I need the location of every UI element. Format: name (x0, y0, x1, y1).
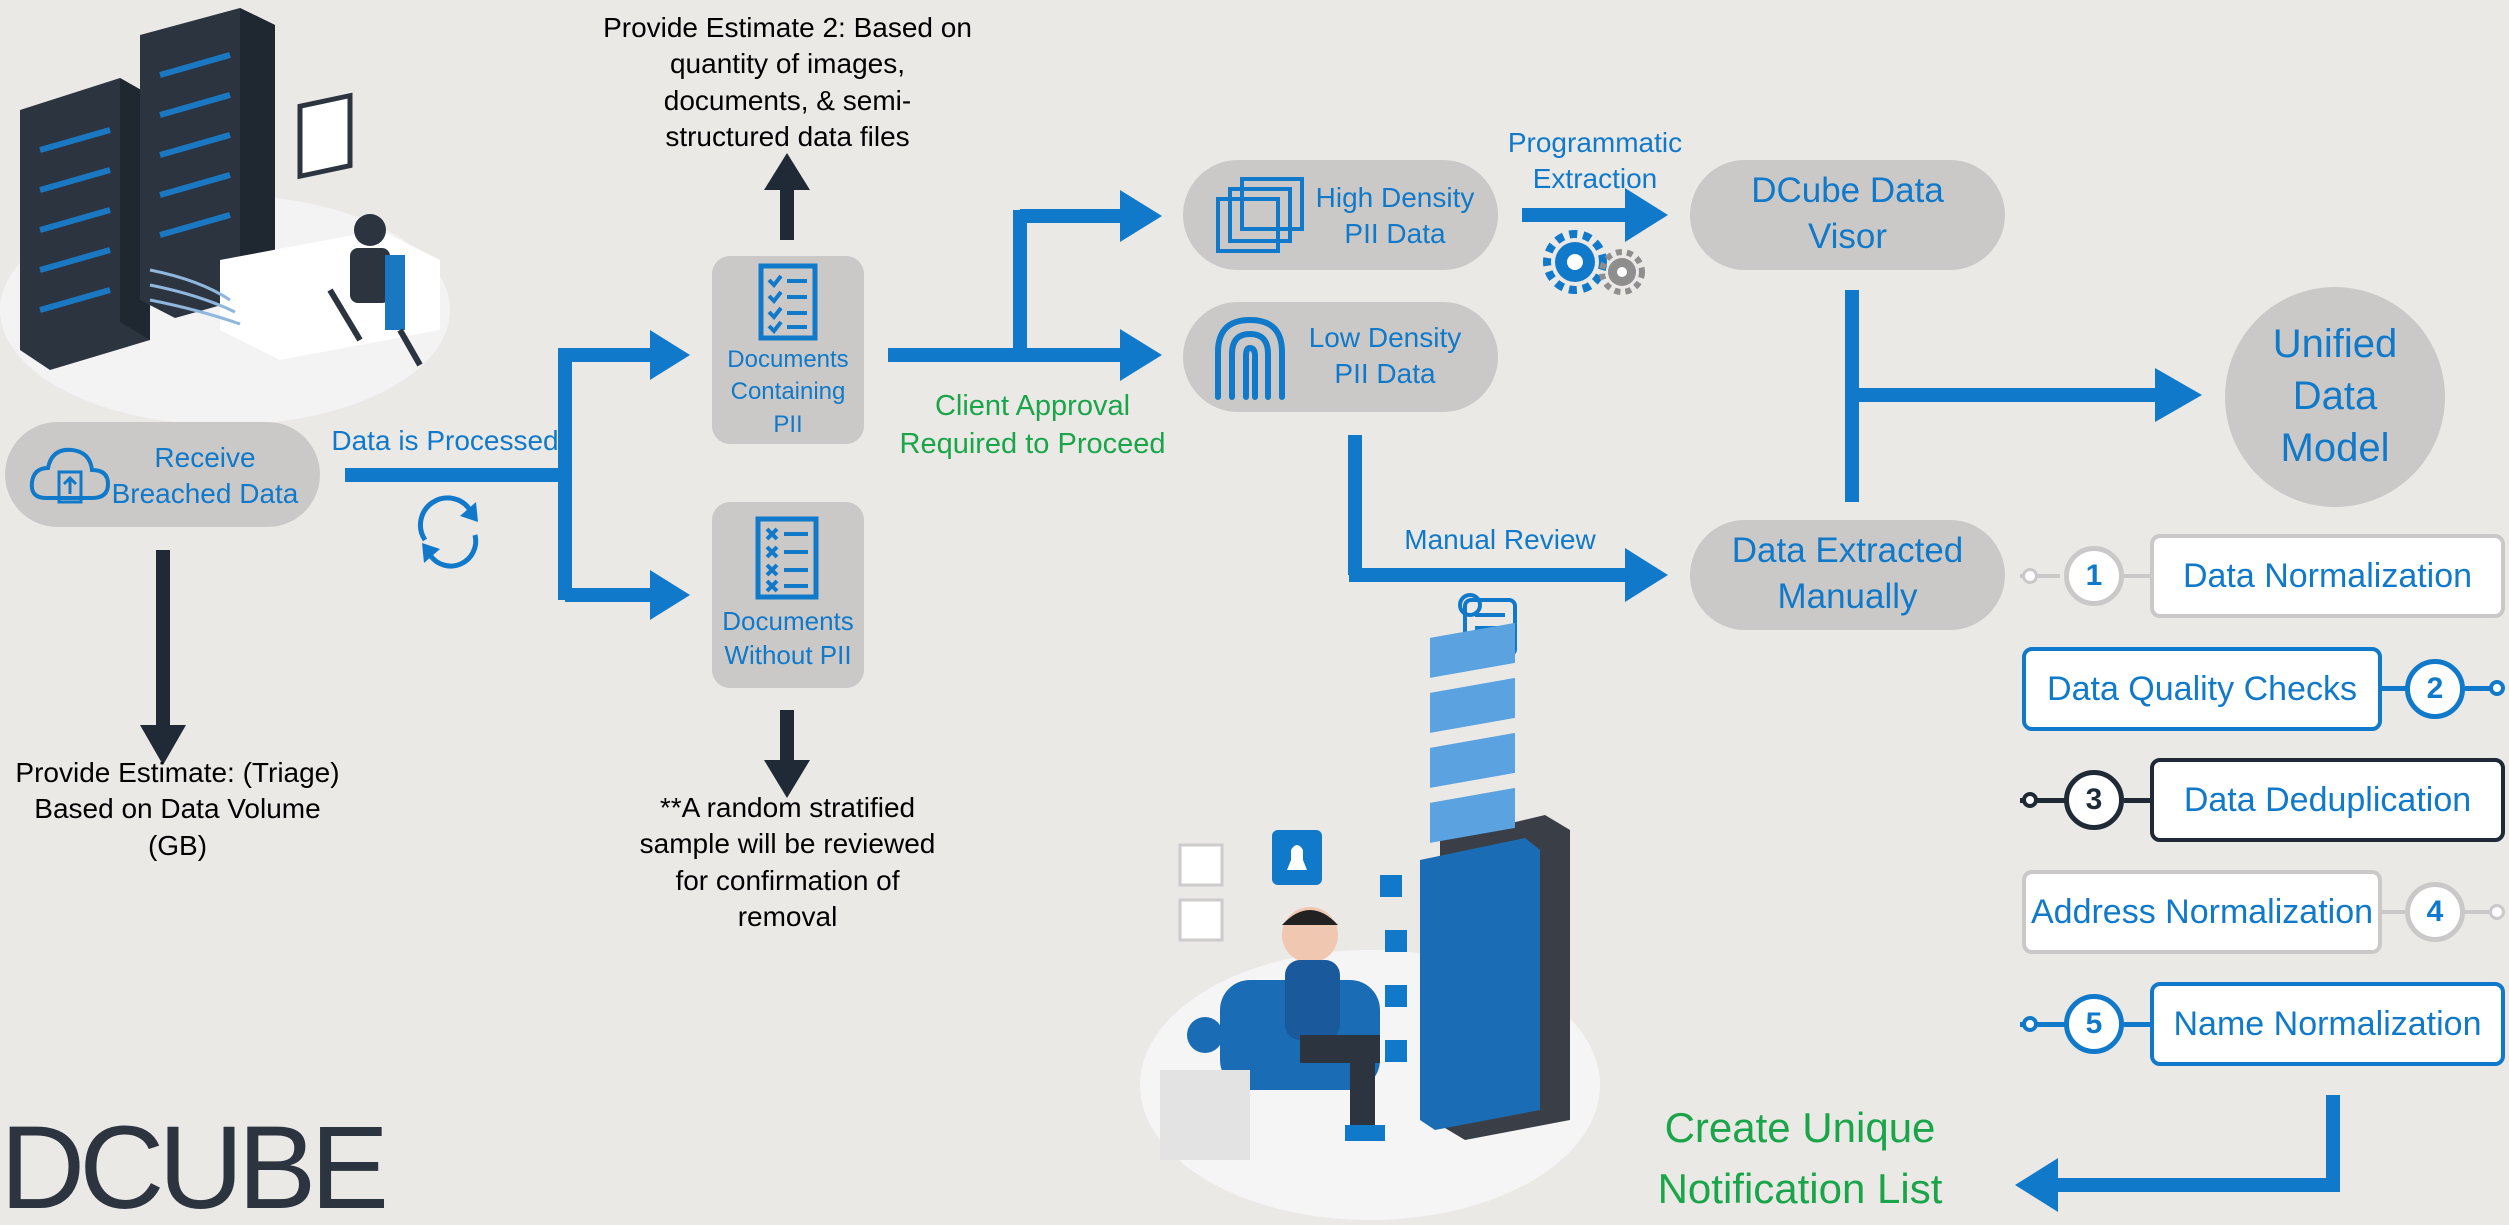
sample-label: **A random stratified sample will be rev… (639, 792, 936, 933)
step-1-connector (2020, 574, 2060, 578)
step-2-connector (2465, 686, 2495, 691)
step-1-number: 1 (2064, 546, 2124, 606)
notification-illustration (1140, 622, 1600, 1220)
estimate-triage-label: Provide Estimate: (Triage) Based on Data… (15, 757, 340, 861)
receive-label: Receive Breached Data (111, 442, 299, 510)
visor-label: DCube Data Visor (1751, 171, 1944, 256)
unified-node (2225, 287, 2445, 507)
docs-pii-label: Documents Containing PII (727, 346, 849, 438)
documents-stack-icon (1212, 175, 1308, 255)
checklist-icon (757, 262, 819, 342)
step-5-number: 5 (2064, 994, 2124, 1054)
docs-pii-node (712, 256, 864, 444)
step-4-bridge (2380, 910, 2410, 914)
step-3-bridge (2124, 798, 2152, 803)
dcube-logo: DCUBE (0, 1102, 390, 1225)
server-illustration (0, 8, 450, 425)
flow-arrows (140, 153, 2340, 1212)
step-5-connector (2020, 1022, 2065, 1027)
step-4-connector (2465, 910, 2495, 914)
high-density-label: High Density PII Data (1315, 182, 1475, 250)
step-3-connector (2020, 798, 2065, 803)
step-1-dot (2022, 568, 2038, 584)
manual-label: Data Extracted Manually (1731, 531, 1964, 616)
processed-label: Data is Processed (331, 425, 559, 456)
step-2-dot (2489, 680, 2505, 696)
gears-icon (1543, 230, 1645, 295)
docs-no-pii-label: Documents Without PII (722, 606, 854, 670)
step-5-box: Name Normalization (2150, 982, 2505, 1066)
approval-label: Client Approval Required to Proceed (899, 390, 1166, 460)
step-5-bridge (2124, 1022, 2152, 1027)
step-1-box: Data Normalization (2150, 534, 2505, 618)
step-4-box: Address Normalization (2022, 870, 2382, 954)
unified-label: Unified Data Model (2272, 322, 2398, 470)
svg-text:DCUBE: DCUBE (0, 1102, 384, 1225)
step-1-bridge (2124, 574, 2152, 578)
step-3-box: Data Deduplication (2150, 758, 2505, 842)
step-4-dot (2489, 904, 2505, 920)
estimate2-label: Provide Estimate 2: Based on quantity of… (603, 12, 972, 153)
x-list-icon (754, 515, 820, 601)
manual-review-label: Manual Review (1404, 524, 1596, 555)
step-3-number: 3 (2064, 770, 2124, 830)
fingerprint-icon (1210, 312, 1290, 402)
programmatic-label: Programmatic Extraction (1507, 127, 1683, 195)
step-2-number: 2 (2405, 659, 2465, 719)
visor-node (1690, 160, 2005, 270)
cloud-upload-icon (26, 442, 112, 508)
step-2-bridge (2380, 686, 2410, 691)
notification-label: Create Unique Notification List (1657, 1104, 1943, 1212)
step-2-box: Data Quality Checks (2022, 647, 2382, 731)
manual-node (1690, 520, 2005, 630)
refresh-cycle-icon (417, 495, 479, 569)
step-3-dot (2022, 792, 2038, 808)
low-density-label: Low Density PII Data (1308, 322, 1462, 390)
step-5-dot (2022, 1016, 2038, 1032)
step-4-number: 4 (2405, 882, 2465, 942)
